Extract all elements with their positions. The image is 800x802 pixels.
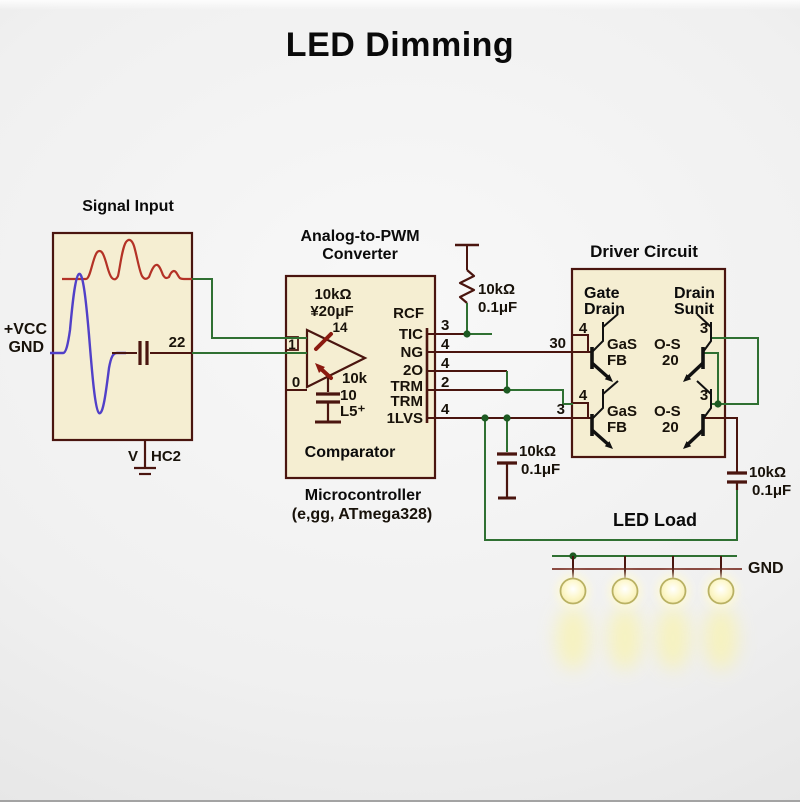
led-4	[707, 577, 735, 605]
mcu-label-line2: (e,gg, ATmega328)	[291, 506, 433, 523]
signal-ground-symbol	[134, 440, 156, 476]
led-load-title: LED Load	[613, 510, 697, 530]
q3-label1: O-S	[654, 336, 681, 353]
pin-1lvs: 1LVS	[386, 410, 423, 427]
potentiometer-slash	[314, 332, 333, 351]
pot-value: 10k	[342, 370, 368, 387]
opamp-pin14: 14	[332, 320, 348, 335]
q4-pin: 3	[699, 387, 709, 404]
driver-col2-line2: Sunit	[674, 301, 714, 318]
signal-input-title: Signal Input	[82, 198, 174, 215]
coupling-cap-value: 22	[168, 334, 186, 351]
wire-num-2: 2	[441, 374, 450, 391]
ground-ref-label: HC2	[151, 448, 182, 465]
pullup-cap-value: 0.1μF	[478, 299, 518, 316]
opamp-input-top: 1	[288, 337, 296, 352]
driver-col1-line1: Gate	[584, 285, 620, 302]
mcu-label-line1: Microcontroller	[304, 487, 422, 504]
led-gnd-label: GND	[748, 560, 784, 577]
led-lamps	[559, 577, 735, 605]
driver-circuit-box	[570, 267, 727, 459]
converter-cap-value: ¥20μF	[310, 303, 354, 320]
gnd-label: GND	[8, 339, 44, 356]
signal-input-box	[51, 231, 194, 442]
pin-ng: NG	[400, 344, 424, 361]
transistor-q4	[683, 380, 712, 449]
led-3	[659, 577, 687, 605]
q2-net: 3	[556, 401, 565, 418]
wire-num-3: 3	[441, 317, 450, 334]
led-2	[611, 577, 639, 605]
q2-label1: GaS	[607, 403, 638, 420]
q1-pin: 4	[578, 320, 588, 337]
q2-pin: 4	[578, 387, 588, 404]
transistor-q1	[573, 313, 619, 382]
page-title: LED Dimming	[285, 26, 515, 64]
transistor-q2	[573, 380, 619, 449]
q4-label2: 20	[662, 419, 679, 436]
pin-tic: TIC	[398, 326, 423, 343]
q2-label2: FB	[607, 419, 627, 436]
pullup-res-value: 10kΩ	[478, 281, 516, 298]
cap3-value: L5⁺	[340, 403, 366, 420]
converter-res-value: 10kΩ	[314, 286, 352, 303]
pin-trm2: TRM	[390, 393, 424, 410]
wire-num-4c: 4	[441, 401, 450, 418]
opamp-input-bottom: 0	[291, 374, 301, 391]
converter-title-line2: Converter	[322, 246, 398, 263]
cap-right-res: 10kΩ	[749, 464, 787, 481]
driver-title: Driver Circuit	[590, 242, 698, 261]
q1-net: 30	[549, 335, 566, 352]
driver-col2-line1: Drain	[674, 285, 715, 302]
feedback-arrow	[315, 363, 333, 380]
analog-waveform-blue	[50, 272, 126, 415]
coupling-capacitor	[112, 341, 192, 365]
filter-cap-left	[497, 452, 517, 500]
cap-left-res: 10kΩ	[519, 443, 557, 460]
comparator-box	[284, 274, 437, 480]
cap-right-value: 0.1μF	[752, 482, 792, 499]
pin-2o: 2O	[402, 362, 423, 379]
vcc-label: +VCC	[3, 321, 47, 338]
wire-num-4a: 4	[441, 336, 450, 353]
q3-pin: 3	[699, 320, 709, 337]
cap2-value: 10	[340, 387, 357, 404]
q1-label1: GaS	[607, 336, 638, 353]
converter-title-line1: Analog-to-PWM	[300, 228, 420, 245]
led-1	[559, 577, 587, 605]
pullup-resistor	[455, 243, 479, 334]
pwm-waveform-red	[62, 238, 192, 281]
pin-rcf: RCF	[393, 305, 424, 322]
green-nets	[192, 278, 759, 557]
ground-v-label: V	[127, 448, 139, 465]
red-nets	[427, 333, 738, 472]
comparator-label: Comparator	[304, 444, 396, 461]
cap-left-value: 0.1μF	[521, 461, 561, 478]
driver-col1-line2: Drain	[584, 301, 625, 318]
opamp-triangle	[305, 328, 368, 389]
transistor-q3	[683, 313, 712, 382]
q1-label2: FB	[607, 352, 627, 369]
q4-label1: O-S	[654, 403, 681, 420]
wire-num-4b: 4	[441, 355, 450, 372]
comparator-capacitor	[315, 378, 341, 424]
pin-trm1: TRM	[390, 378, 424, 395]
filter-cap-right	[727, 471, 747, 490]
led-drop-wires	[572, 556, 722, 579]
q3-label2: 20	[662, 352, 679, 369]
